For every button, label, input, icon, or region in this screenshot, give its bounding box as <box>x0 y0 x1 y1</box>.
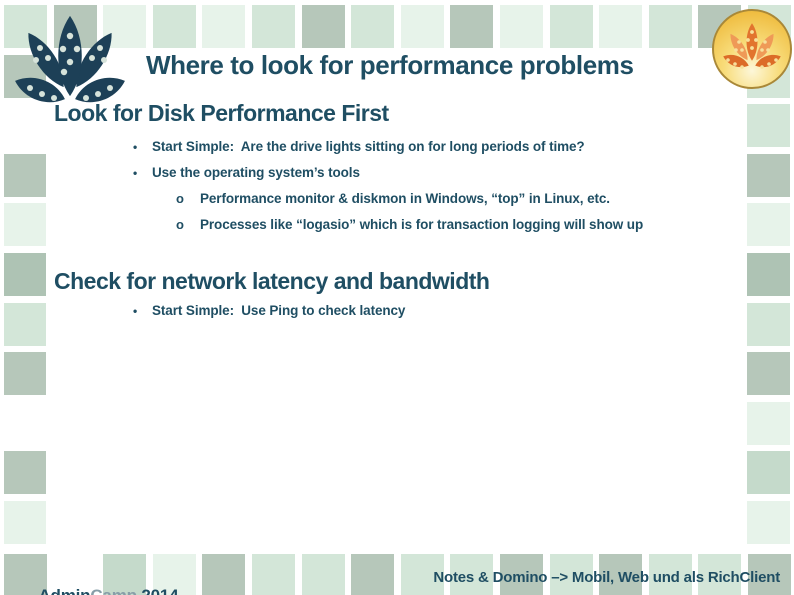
border-square <box>4 253 46 296</box>
border-square <box>450 554 494 595</box>
border-square <box>549 554 593 595</box>
bullet-marker: • <box>133 140 138 154</box>
border-square <box>747 253 790 296</box>
footer-brand-year: 2014 <box>137 586 178 595</box>
border-square <box>747 401 790 445</box>
border-square <box>4 302 46 346</box>
bullet-text: Use the operating system’s tools <box>152 165 360 180</box>
border-square <box>748 554 791 595</box>
border-square <box>301 5 345 48</box>
border-square <box>599 554 643 595</box>
bullet-item: • Start Simple: Use Ping to check latenc… <box>133 303 405 329</box>
bullet-list-disk: • Start Simple: Are the drive lights sit… <box>133 139 643 243</box>
border-square <box>648 5 692 48</box>
border-square <box>450 5 494 48</box>
border-square <box>400 5 444 48</box>
bullet-marker: • <box>133 166 138 180</box>
border-square <box>549 5 593 48</box>
section-heading-disk: Look for Disk Performance First <box>54 100 389 126</box>
footer-brand: AdminCamp 2014 <box>21 566 178 595</box>
bullet-item: • Start Simple: Are the drive lights sit… <box>133 139 643 165</box>
bullet-item: o Performance monitor & diskmon in Windo… <box>176 191 643 217</box>
border-square <box>4 554 47 595</box>
lotus-petal <box>58 15 82 97</box>
border-square <box>500 554 543 595</box>
border-square <box>747 203 790 247</box>
border-square <box>351 554 395 595</box>
border-square <box>747 352 790 396</box>
badge-dots <box>726 30 778 69</box>
footer-brand-light: Camp <box>90 586 137 595</box>
footer-brand-bold: Admin <box>38 586 90 595</box>
border-square <box>747 153 790 197</box>
border-square <box>103 554 147 595</box>
border-square <box>747 501 790 544</box>
bullet-item: • Use the operating system’s tools <box>133 165 643 191</box>
border-square <box>301 554 345 595</box>
border-square <box>4 153 46 197</box>
lotus-dots <box>27 32 113 101</box>
border-square <box>500 5 543 48</box>
bullet-list-network: • Start Simple: Use Ping to check latenc… <box>133 303 405 329</box>
border-square <box>4 352 46 396</box>
footer-right-text: Notes & Domino –> Mobil, Web und als Ric… <box>433 569 780 586</box>
border-square <box>4 451 46 495</box>
border-square <box>599 5 643 48</box>
border-square <box>4 501 46 544</box>
border-square <box>747 302 790 346</box>
border-square <box>4 203 46 247</box>
bullet-text: Performance monitor & diskmon in Windows… <box>200 191 610 206</box>
border-square <box>252 5 295 48</box>
border-square <box>400 554 444 595</box>
section-heading-network: Check for network latency and bandwidth <box>54 268 490 294</box>
border-square <box>351 5 395 48</box>
border-square <box>152 554 196 595</box>
bullet-marker: • <box>133 304 138 318</box>
lotus-logo <box>15 15 125 103</box>
border-square <box>747 104 790 148</box>
badge-logo <box>712 9 792 89</box>
border-square <box>252 554 295 595</box>
bullet-text: Start Simple: Use Ping to check latency <box>152 303 406 318</box>
slide-title: Where to look for performance problems <box>146 50 634 80</box>
border-square <box>202 554 246 595</box>
badge-lotus <box>723 23 781 68</box>
bullet-text: Start Simple: Are the drive lights sitti… <box>152 139 585 154</box>
bullet-marker: o <box>176 217 184 232</box>
border-square <box>698 554 742 595</box>
border-square <box>152 5 196 48</box>
border-square <box>202 5 246 48</box>
border-square <box>648 554 692 595</box>
bullet-item: o Processes like “logasio” which is for … <box>176 217 643 243</box>
border-square <box>747 451 790 495</box>
bullet-text: Processes like “logasio” which is for tr… <box>200 217 644 232</box>
bullet-marker: o <box>176 191 184 206</box>
